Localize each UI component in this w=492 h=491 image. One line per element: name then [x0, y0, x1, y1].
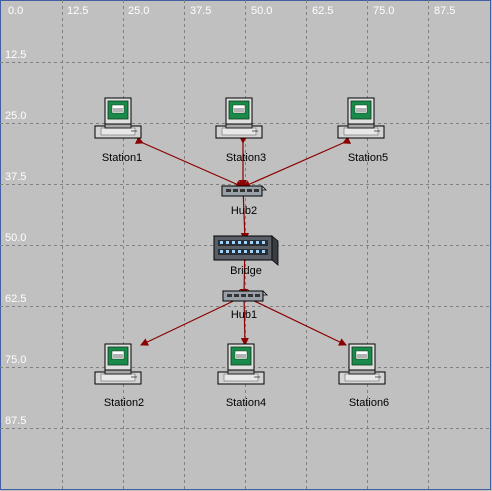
y-tick-label: 37.5: [5, 171, 26, 183]
bridge-label: Bridge: [230, 265, 262, 277]
link-hub1-station6[interactable]: [235, 289, 347, 346]
links-layer: [134, 136, 352, 346]
y-tick-label: 12.5: [5, 49, 26, 61]
hub-icon: [221, 185, 267, 197]
x-tick-label: 75.0: [373, 5, 394, 17]
x-tick-label: 0.0: [8, 5, 23, 17]
x-tick-label: 62.5: [312, 5, 333, 17]
link-hub1-station2[interactable]: [140, 289, 253, 346]
x-tick-label: 12.5: [67, 5, 88, 17]
link-station5-hub2[interactable]: [242, 136, 352, 188]
station6-label: Station6: [349, 397, 389, 409]
hub1-node[interactable]: Hub1: [222, 290, 268, 321]
y-tick-label: 75.0: [5, 354, 26, 366]
y-tick-label: 25.0: [5, 110, 26, 122]
station4-node[interactable]: Station4: [217, 343, 266, 409]
station3-label: Station3: [226, 152, 266, 164]
y-tick-label: 50.0: [5, 232, 26, 244]
y-tick-label: 62.5: [5, 293, 26, 305]
station5-label: Station5: [348, 152, 388, 164]
hub-icon: [222, 290, 268, 302]
hub1-label: Hub1: [231, 309, 257, 321]
station4-label: Station4: [226, 397, 266, 409]
x-tick-label: 50.0: [251, 5, 272, 17]
x-tick-label: 87.5: [434, 5, 455, 17]
station5-node[interactable]: Station5: [337, 97, 388, 164]
bridge-node[interactable]: Bridge: [213, 235, 279, 277]
station2-node[interactable]: Station2: [94, 343, 144, 409]
station1-label: Station1: [102, 152, 142, 164]
hub2-label: Hub2: [231, 205, 257, 217]
hub2-node[interactable]: Hub2: [221, 185, 267, 217]
link-station1-hub2[interactable]: [134, 136, 244, 188]
x-ruler: 0.0 12.5 25.0 37.5 50.0 62.5 75.0 87.5: [8, 5, 455, 17]
station3-node[interactable]: Station3: [215, 97, 266, 164]
station1-node[interactable]: Station1: [94, 97, 142, 164]
x-tick-label: 25.0: [128, 5, 149, 17]
y-tick-label: 87.5: [5, 415, 26, 427]
station6-node[interactable]: Station6: [338, 343, 389, 409]
y-ruler: 12.5 25.0 37.5 50.0 62.5 75.0 87.5: [5, 49, 26, 427]
station2-label: Station2: [104, 397, 144, 409]
x-tick-label: 37.5: [190, 5, 211, 17]
